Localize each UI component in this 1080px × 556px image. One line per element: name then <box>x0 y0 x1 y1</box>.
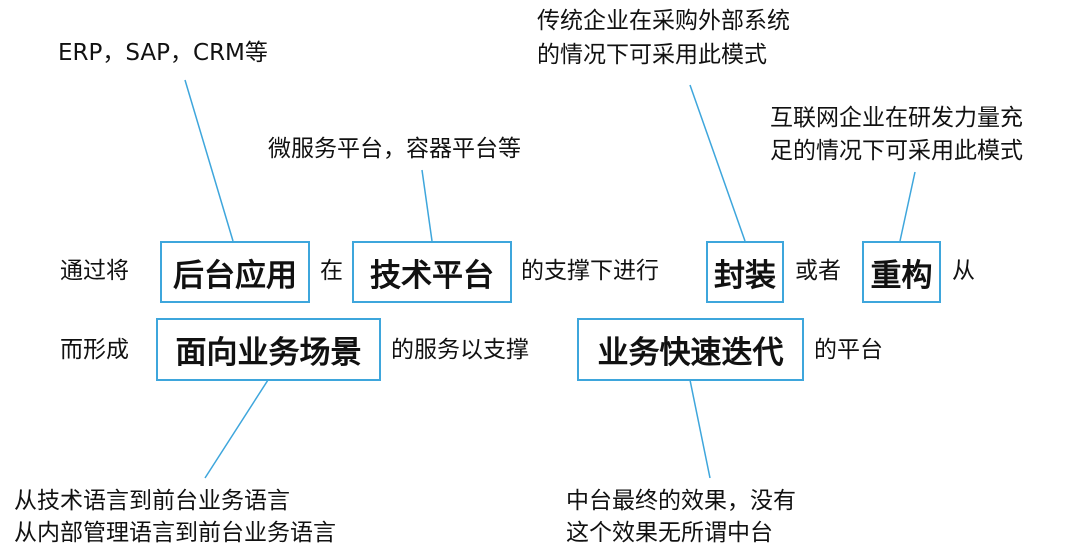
box-encapsulate: 封装 <box>706 241 784 303</box>
connector-fast-iteration <box>689 379 711 479</box>
box-fast-iteration: 业务快速迭代 <box>577 318 804 381</box>
text-at: 在 <box>320 258 343 284</box>
annotation-internet-l2: 足的情况下可采用此模式 <box>770 138 1023 164</box>
annotation-language-l2: 从内部管理语言到前台业务语言 <box>14 520 336 546</box>
text-through: 通过将 <box>60 258 129 284</box>
connector-encapsulate <box>689 84 746 242</box>
box-tech-platform: 技术平台 <box>352 241 512 303</box>
connector-refactor <box>899 171 916 242</box>
annotation-effect-l1: 中台最终的效果，没有 <box>566 488 796 514</box>
connector-business-scenario <box>204 379 269 479</box>
connector-backend <box>184 79 234 242</box>
text-from: 从 <box>952 258 975 284</box>
text-or: 或者 <box>795 258 841 284</box>
connector-tech-platform <box>421 169 433 242</box>
box-backend-apps: 后台应用 <box>160 241 310 303</box>
text-platform: 的平台 <box>814 337 883 363</box>
text-service-support: 的服务以支撑 <box>391 337 529 363</box>
annotation-effect-l2: 这个效果无所谓中台 <box>566 520 773 546</box>
text-support: 的支撑下进行 <box>521 258 659 284</box>
annotation-internet-l1: 互联网企业在研发力量充 <box>770 105 1023 131</box>
box-refactor: 重构 <box>862 241 941 303</box>
box-business-scenario: 面向业务场景 <box>156 318 381 381</box>
annotation-traditional-l2: 的情况下可采用此模式 <box>537 42 767 68</box>
annotation-platforms: 微服务平台，容器平台等 <box>268 136 521 162</box>
annotation-erp: ERP，SAP，CRM等 <box>58 40 268 66</box>
text-form: 而形成 <box>60 337 129 363</box>
annotation-language-l1: 从技术语言到前台业务语言 <box>14 488 290 514</box>
annotation-traditional-l1: 传统企业在采购外部系统 <box>537 8 790 34</box>
